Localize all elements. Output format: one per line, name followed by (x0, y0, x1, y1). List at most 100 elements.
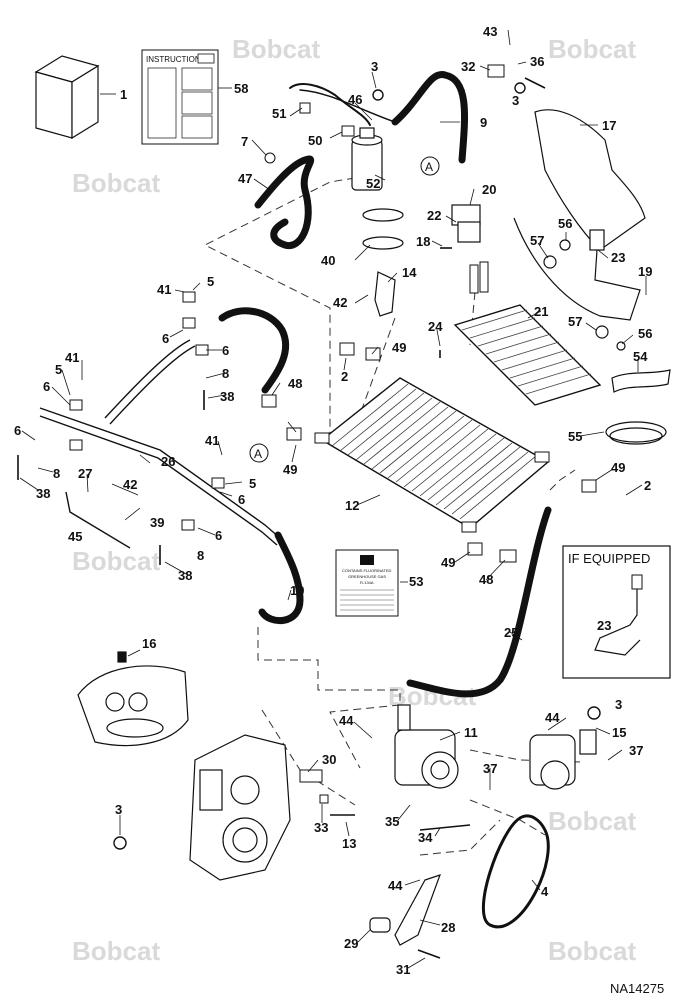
watermark-2: Bobcat (548, 34, 636, 64)
callout-13: 13 (342, 836, 356, 851)
callout-24: 24 (428, 319, 443, 334)
callout-44-b: 44 (545, 710, 560, 725)
callout-49-c: 49 (611, 460, 625, 475)
instructions-title: INSTRUCTIONS (146, 55, 206, 64)
callout-20: 20 (482, 182, 496, 197)
callout-23-box: 23 (597, 618, 611, 633)
callout-9: 9 (480, 115, 487, 130)
coil-55 (605, 421, 667, 445)
callout-43: 43 (483, 24, 497, 39)
clamps-3 (113, 82, 601, 850)
tube-26-b (39, 415, 278, 546)
callout-56-lower: 56 (638, 326, 652, 341)
decal-53: CONTAINS FLUORINATED GREENHOUSE GAS R-13… (335, 549, 399, 617)
evaporator-21 (453, 261, 602, 406)
watermark-6: Bobcat (548, 806, 636, 836)
watermark-1: Bobcat (232, 34, 320, 64)
callout-44-c: 44 (388, 878, 403, 893)
callout-38-mid: 38 (220, 389, 234, 404)
watermark-7: Bobcat (72, 936, 160, 966)
ref-a-upper: A (425, 160, 433, 174)
callout-41-upper: 41 (157, 282, 171, 297)
panel-16 (77, 651, 189, 747)
hose-25 (406, 506, 552, 698)
callout-49-d: 49 (441, 555, 455, 570)
callout-22: 22 (427, 208, 441, 223)
bracket-28 (369, 874, 441, 946)
callout-6-left: 6 (43, 379, 50, 394)
callout-30: 30 (322, 752, 336, 767)
ref-circle-a-lower (249, 443, 269, 463)
callout-49-a: 49 (392, 340, 406, 355)
callout-37-rc: 37 (629, 743, 643, 758)
callout-3-top: 3 (371, 59, 378, 74)
if-equipped-box: IF EQUIPPED (562, 545, 671, 679)
callout-27: 27 (78, 466, 92, 481)
callout-40: 40 (321, 253, 335, 268)
decal-line-2: GREENHOUSE GAS (348, 574, 386, 579)
valve-block-20 (451, 204, 481, 243)
callout-6-bottom: 6 (215, 528, 222, 543)
callout-37-mid: 37 (483, 761, 497, 776)
callout-8-mid: 8 (222, 366, 229, 381)
callout-12: 12 (345, 498, 359, 513)
compressor-alt (529, 729, 597, 790)
tube-6-a (104, 339, 191, 419)
clamps-40 (362, 208, 404, 250)
hose-6-upper (218, 307, 290, 394)
decal-line-3: R-134A (360, 580, 374, 585)
callout-48-upper: 48 (288, 376, 302, 391)
callout-34: 34 (418, 830, 433, 845)
instructions-sheet-58: INSTRUCTIONS (141, 49, 219, 145)
callout-5-upper: 5 (207, 274, 214, 289)
ref-circle-a-upper (420, 156, 440, 176)
callout-2-b: 2 (644, 478, 651, 493)
callout-21: 21 (534, 304, 548, 319)
callout-42-upper: 42 (333, 295, 347, 310)
leader-lines (19, 29, 647, 969)
callout-26: 26 (161, 454, 175, 469)
callout-5-mid: 5 (249, 476, 256, 491)
connector-refs: A A (249, 156, 440, 463)
watermark-4: Bobcat (72, 546, 160, 576)
callout-35: 35 (385, 814, 399, 829)
callout-49-b: 49 (283, 462, 297, 477)
callout-56-top: 56 (558, 216, 572, 231)
callout-57-lower: 57 (568, 314, 582, 329)
condenser-12 (314, 377, 550, 533)
callout-6-b: 6 (222, 343, 229, 358)
bobcat-watermarks: Bobcat Bobcat Bobcat Bobcat Bobcat Bobca… (72, 34, 636, 966)
hose-9 (391, 71, 469, 164)
hose-47 (254, 155, 315, 250)
callout-58: 58 (234, 81, 248, 96)
callout-3-right: 3 (512, 93, 519, 108)
bracket-14 (374, 271, 396, 317)
box-part-1 (34, 55, 100, 140)
callout-44-a: 44 (339, 713, 354, 728)
callout-33: 33 (314, 820, 328, 835)
engine-block (189, 734, 291, 881)
callout-52: 52 (366, 176, 380, 191)
callout-57-top: 57 (530, 233, 544, 248)
strip-54 (611, 369, 671, 393)
callout-36: 36 (530, 54, 544, 69)
decal-line-1: CONTAINS FLUORINATED (342, 568, 392, 573)
callout-25: 25 (504, 625, 518, 640)
callout-5-left: 5 (55, 362, 62, 377)
harness-23 (513, 217, 641, 351)
callout-41-left: 41 (65, 350, 79, 365)
if-equipped-label: IF EQUIPPED (568, 551, 650, 566)
callout-38-bottom: 38 (178, 568, 192, 583)
callout-numbers: 1 58 43 32 36 3 3 17 51 46 9 50 7 47 52 … (14, 24, 652, 977)
callout-39: 39 (150, 515, 164, 530)
callout-2-a: 2 (341, 369, 348, 384)
callout-6-a: 6 (162, 331, 169, 346)
callout-8-left: 8 (53, 466, 60, 481)
callout-4: 4 (541, 884, 549, 899)
callout-19: 19 (638, 264, 652, 279)
callout-55: 55 (568, 429, 582, 444)
callout-10: 10 (290, 583, 304, 598)
callout-1: 1 (120, 87, 127, 102)
callout-41-mid: 41 (205, 433, 219, 448)
